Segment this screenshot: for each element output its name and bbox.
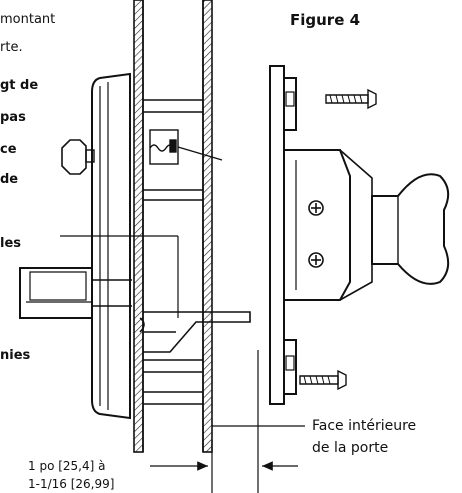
latch-tailpiece	[139, 311, 251, 353]
leader-lines	[60, 235, 179, 318]
cylinder-cam	[149, 129, 223, 165]
door-spacers	[143, 99, 203, 405]
face-callout-line-2: de la porte	[312, 440, 389, 456]
screw-icon	[325, 88, 377, 110]
screw-icon	[299, 369, 347, 391]
figure-title: Figure 4	[290, 11, 361, 29]
interior-knob	[371, 173, 450, 285]
interior-mounting-plate	[269, 65, 297, 405]
plus-circle-icon	[308, 252, 324, 268]
exterior-lever	[19, 267, 132, 319]
key-icon	[61, 139, 95, 175]
interior-housing	[283, 149, 373, 301]
left-text-line-1: montant	[0, 12, 56, 27]
dimension-line-2: 1-1/16 [26,99]	[28, 477, 115, 491]
face-callout-line-1: Face intérieure	[312, 418, 417, 434]
left-text-bold-3: ce	[0, 142, 17, 157]
dimension-line-1: 1 po [25,4] à	[28, 459, 106, 473]
left-text-bold-1: gt de	[0, 78, 39, 93]
dimension-marks	[150, 350, 298, 493]
left-text-line-2: rte.	[0, 40, 23, 55]
door-slab	[133, 0, 213, 453]
plus-circle-icon	[308, 200, 324, 216]
left-text-bold-4: de	[0, 172, 19, 187]
left-label-low: nies	[0, 348, 31, 363]
left-label-mid: les	[0, 236, 22, 251]
exterior-escutcheon	[91, 72, 131, 420]
left-text-bold-2: pas	[0, 110, 26, 125]
